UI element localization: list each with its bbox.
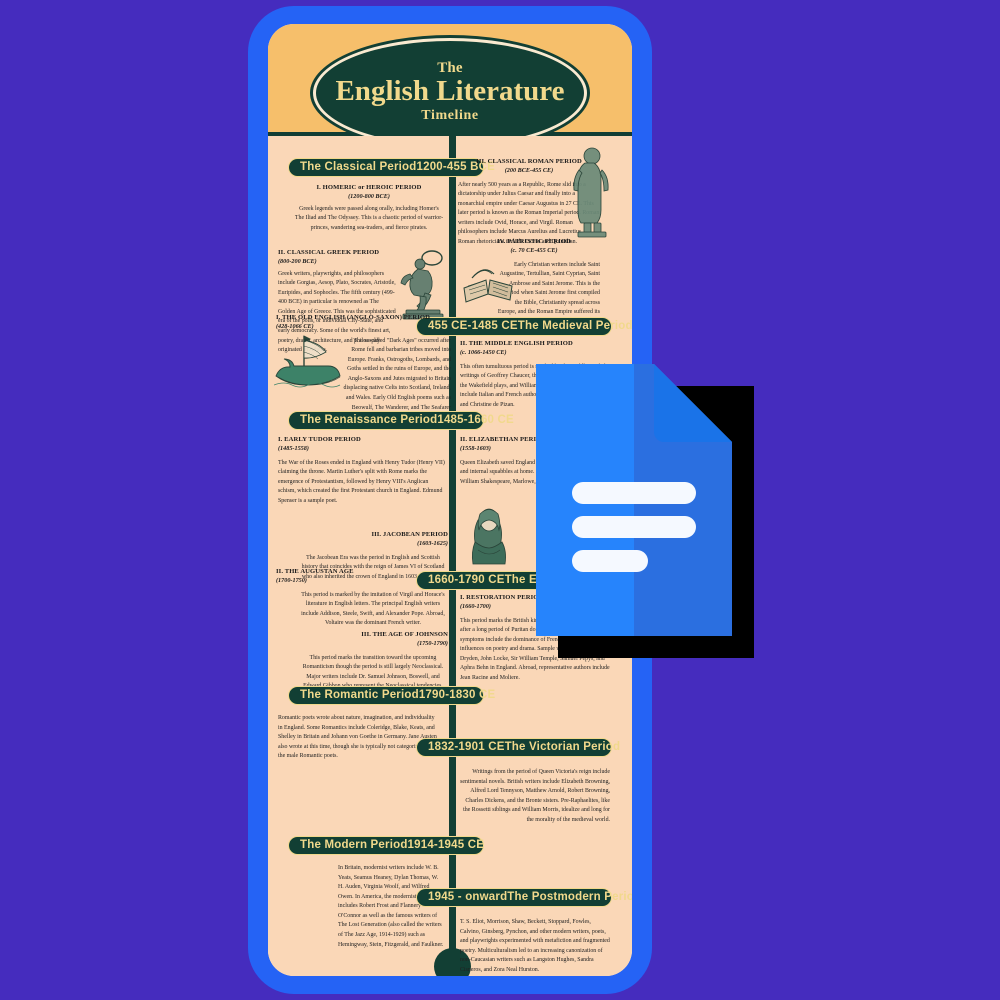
subperiod-text: The War of the Roses ended in England wi… <box>278 459 445 504</box>
subperiod-text: Greek legends were passed along orally, … <box>294 205 444 231</box>
period-text-romantic: Romantic poets wrote about nature, imagi… <box>278 714 438 762</box>
period-years: 1200-455 BCE <box>416 160 495 173</box>
subperiod-jacobean: III. JACOBEAN PERIOD (1603-1625) The Jac… <box>298 531 448 582</box>
period-years: 1485-1660 CE <box>437 413 514 426</box>
subperiod-title: I. HOMERIC or HEROIC PERIOD <box>316 184 422 191</box>
subperiod-restoration: I. RESTORATION PERIOD (1660-1700) This p… <box>460 594 610 684</box>
period-description: In Britain, modernist writers include W.… <box>338 865 444 948</box>
subperiod-text: This often tumultuous period is marked b… <box>460 363 608 408</box>
subperiod-years: (1200-800 BCE) <box>348 193 390 201</box>
open-book-illustration <box>463 269 513 303</box>
poster-title-badge: The English Literature Timeline <box>313 38 587 148</box>
discobolus-statue-illustration <box>400 250 444 320</box>
timeline-end-dot <box>434 948 471 976</box>
period-name: The Postmodern Period <box>507 890 632 903</box>
viking-longship-illustration <box>274 335 341 388</box>
google-docs-icon-overlay[interactable] <box>536 364 766 664</box>
period-name: The Romantic Period <box>300 688 419 701</box>
subperiod-title: II. ELIZABETHAN PERIOD <box>460 436 547 443</box>
period-banner-victorian: 1832-1901 CE The Victorian Period <box>416 738 620 757</box>
subperiod-title: III. THE AGE OF JOHNSON <box>361 631 448 638</box>
subperiod-years: (428-1066 CE) <box>276 323 314 331</box>
subperiod-title: III. CLASSICAL ROMAN PERIOD <box>476 158 582 165</box>
subperiod-text: Queen Elizabeth saved England from both … <box>460 459 602 485</box>
subperiod-years: (800-200 BCE) <box>278 258 317 266</box>
period-description: Romantic poets wrote about nature, imagi… <box>278 715 437 760</box>
subperiod-years: (1750-1790) <box>417 640 448 648</box>
poster-header: The English Literature Timeline <box>268 24 632 148</box>
subperiod-years: (c. 70 CE-455 CE) <box>510 247 558 255</box>
period-text-victorian: Writings from the period of Queen Victor… <box>460 768 610 825</box>
period-banner-modern: The Modern Period 1914-1945 CE <box>288 836 484 855</box>
subperiod-elizabethan: II. ELIZABETHAN PERIOD (1558-1603) Queen… <box>460 436 610 487</box>
period-banner-renaissance: The Renaissance Period 1485-1660 CE <box>288 411 514 430</box>
subperiod-early-tudor: I. EARLY TUDOR PERIOD (1485-1558) The Wa… <box>278 436 446 506</box>
timeline-body: The Classical Period 1200-455 BCE I. HOM… <box>268 136 632 976</box>
period-name: The Renaissance Period <box>300 413 438 426</box>
subperiod-years: (1485-1558) <box>278 445 309 453</box>
subperiod-years: (1603-1625) <box>417 540 448 548</box>
google-docs-icon[interactable] <box>536 364 732 636</box>
subperiod-classical-greek: II. CLASSICAL GREEK PERIOD (800-200 BCE)… <box>278 249 446 356</box>
subperiod-years: (1558-1603) <box>460 445 491 453</box>
subperiod-age-of-johnson: III. THE AGE OF JOHNSON (1750-1790) This… <box>276 631 448 692</box>
subperiod-text: This period marks the British king's res… <box>460 617 610 682</box>
period-name: The Victorian Period <box>504 740 621 753</box>
period-years: 1945 - onward <box>428 890 508 903</box>
title-line-2: English Literature <box>335 74 565 107</box>
timeline-spine <box>449 136 456 974</box>
period-banner-romantic: The Romantic Period 1790-1830 CE <box>288 686 495 705</box>
period-years: 455 CE-1485 CE <box>428 319 518 332</box>
subperiod-augustan: II. THE AUGUSTAN AGE (1700-1750) This pe… <box>276 568 448 629</box>
period-text-postmodern: T. S. Eliot, Morrison, Shaw, Beckett, St… <box>460 918 610 975</box>
john-milton-portrait-illustration <box>471 508 506 565</box>
subperiod-title: II. THE AUGUSTAN AGE <box>276 568 354 575</box>
subperiod-text: This period is marked by the imitation o… <box>301 591 445 627</box>
period-banner-medieval: 455 CE-1485 CE The Medieval Period <box>416 317 632 336</box>
subperiod-title: I. THE OLD ENGLISH (ANGLO-SAXON) PERIOD <box>276 314 430 321</box>
period-years: 1832-1901 CE <box>428 740 505 753</box>
period-banner-classical: The Classical Period 1200-455 BCE <box>288 158 495 177</box>
subperiod-text: After nearly 500 years as a Republic, Ro… <box>458 181 600 246</box>
period-text-modern: In Britain, modernist writers include W.… <box>338 864 444 950</box>
timeline-poster: The English Literature Timeline The Clas… <box>268 24 632 976</box>
subperiod-title: II. CLASSICAL GREEK PERIOD <box>278 249 380 256</box>
period-name: The Medieval Period <box>517 319 632 332</box>
period-name: The Modern Period <box>300 838 408 851</box>
roman-emperor-statue-illustration <box>573 147 609 238</box>
subperiod-classical-roman: III. CLASSICAL ROMAN PERIOD (200 BCE-455… <box>458 158 600 248</box>
subperiod-years: (1700-1750) <box>276 577 307 585</box>
subperiod-homeric: I. HOMERIC or HEROIC PERIOD (1200-800 BC… <box>294 184 444 233</box>
period-years: 1660-1790 CE <box>428 573 505 586</box>
period-description: T. S. Eliot, Morrison, Shaw, Beckett, St… <box>460 919 610 973</box>
subperiod-years: (c. 1066-1450 CE) <box>460 349 507 357</box>
period-name: The Classical Period <box>300 160 417 173</box>
subperiod-title: III. JACOBEAN PERIOD <box>371 531 448 538</box>
subperiod-middle-english: II. THE MIDDLE ENGLISH PERIOD (c. 1066-1… <box>460 340 610 410</box>
subperiod-text: The Jacobean Era was the period in Engli… <box>301 554 445 580</box>
subperiod-title: IV. PATRISTIC PERIOD <box>497 238 571 245</box>
title-line-1: The <box>437 59 463 76</box>
period-banner-postmodern: 1945 - onward The Postmodern Period <box>416 888 632 907</box>
title-line-3: Timeline <box>421 108 479 124</box>
subperiod-text: Greek writers, playwrights, and philosop… <box>278 270 396 354</box>
google-docs-icon-glyph <box>536 364 732 636</box>
period-description: Writings from the period of Queen Victor… <box>460 769 610 823</box>
subperiod-title: I. RESTORATION PERIOD <box>460 594 544 601</box>
subperiod-title: II. THE MIDDLE ENGLISH PERIOD <box>460 340 573 347</box>
period-years: 1914-1945 CE <box>407 838 485 851</box>
subperiod-years: (1660-1700) <box>460 603 491 611</box>
subperiod-title: I. EARLY TUDOR PERIOD <box>278 436 361 443</box>
period-years: 1790-1830 CE <box>418 688 496 701</box>
subperiod-years: (200 BCE-455 CE) <box>504 167 554 175</box>
